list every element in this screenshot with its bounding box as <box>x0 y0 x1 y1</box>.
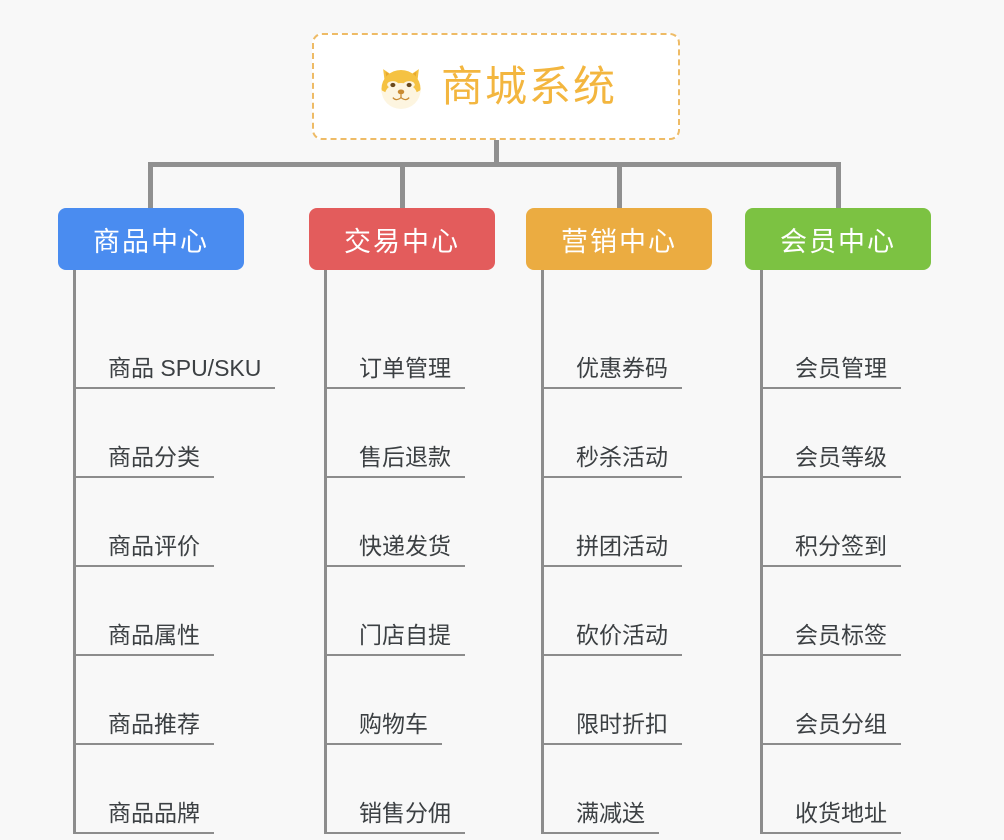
leaf-label: 商品属性 <box>76 622 214 656</box>
leaf-item[interactable]: 拼团活动 <box>544 478 712 567</box>
leaf-item[interactable]: 购物车 <box>327 656 495 745</box>
leaf-item[interactable]: 售后退款 <box>327 389 495 478</box>
category-label: 会员中心 <box>780 226 896 257</box>
leaf-item[interactable]: 满减送 <box>544 745 712 834</box>
leaf-label: 售后退款 <box>327 444 465 478</box>
leaf-label: 会员管理 <box>763 355 901 389</box>
leaf-label: 秒杀活动 <box>544 444 682 478</box>
leaf-label: 商品推荐 <box>76 711 214 745</box>
leaf-label: 积分签到 <box>763 533 901 567</box>
leaf-item[interactable]: 销售分佣 <box>327 745 495 834</box>
leaf-label: 优惠券码 <box>544 355 682 389</box>
category-label: 营销中心 <box>561 226 677 257</box>
leaf-item[interactable]: 会员管理 <box>763 300 931 389</box>
leaf-label: 砍价活动 <box>544 622 682 656</box>
leaf-label: 会员分组 <box>763 711 901 745</box>
leaf-item[interactable]: 商品 SPU/SKU <box>76 300 276 389</box>
branch-1: 订单管理 售后退款 快递发货 门店自提 购物车 销售分佣 <box>324 270 495 834</box>
category-column-2: 营销中心 优惠券码 秒杀活动 拼团活动 砍价活动 限时折扣 满减送 <box>526 208 712 834</box>
shiba-dog-face-icon <box>375 61 427 113</box>
connector-drop-3 <box>617 162 622 209</box>
leaf-label: 商品分类 <box>76 444 214 478</box>
leaf-label: 拼团活动 <box>544 533 682 567</box>
leaf-item[interactable]: 门店自提 <box>327 567 495 656</box>
leaf-item[interactable]: 会员标签 <box>763 567 931 656</box>
category-header-2[interactable]: 营销中心 <box>526 208 712 270</box>
leaf-item[interactable]: 会员等级 <box>763 389 931 478</box>
leaf-item[interactable]: 商品评价 <box>76 478 244 567</box>
leaf-item[interactable]: 商品分类 <box>76 389 244 478</box>
category-header-1[interactable]: 交易中心 <box>309 208 495 270</box>
connector-root-stem <box>494 140 499 164</box>
leaf-item[interactable]: 商品属性 <box>76 567 244 656</box>
leaf-item[interactable]: 商品推荐 <box>76 656 244 745</box>
leaf-item[interactable]: 限时折扣 <box>544 656 712 745</box>
category-column-3: 会员中心 会员管理 会员等级 积分签到 会员标签 会员分组 收货地址 <box>745 208 931 834</box>
leaf-label: 满减送 <box>544 800 659 834</box>
leaf-item[interactable]: 优惠券码 <box>544 300 712 389</box>
category-header-0[interactable]: 商品中心 <box>58 208 244 270</box>
connector-drop-1 <box>148 162 153 209</box>
leaf-item[interactable]: 砍价活动 <box>544 567 712 656</box>
leaf-item[interactable]: 会员分组 <box>763 656 931 745</box>
leaf-label: 购物车 <box>327 711 442 745</box>
leaf-label: 商品品牌 <box>76 800 214 834</box>
leaf-item[interactable]: 秒杀活动 <box>544 389 712 478</box>
root-node-shopping-mall-system[interactable]: 商城系统 <box>312 33 680 140</box>
branch-2: 优惠券码 秒杀活动 拼团活动 砍价活动 限时折扣 满减送 <box>541 270 712 834</box>
category-label: 商品中心 <box>93 226 209 257</box>
leaf-label: 订单管理 <box>327 355 465 389</box>
connector-horizontal-bus <box>150 162 840 167</box>
leaf-item[interactable]: 收货地址 <box>763 745 931 834</box>
leaf-label: 会员标签 <box>763 622 901 656</box>
leaf-item[interactable]: 商品品牌 <box>76 745 244 834</box>
leaf-label: 收货地址 <box>763 800 901 834</box>
category-header-3[interactable]: 会员中心 <box>745 208 931 270</box>
leaf-label: 门店自提 <box>327 622 465 656</box>
connector-drop-2 <box>400 162 405 209</box>
root-title: 商城系统 <box>440 62 617 110</box>
leaf-label: 会员等级 <box>763 444 901 478</box>
category-label: 交易中心 <box>344 226 460 257</box>
branch-3: 会员管理 会员等级 积分签到 会员标签 会员分组 收货地址 <box>760 270 931 834</box>
leaf-item[interactable]: 订单管理 <box>327 300 495 389</box>
branch-0: 商品 SPU/SKU 商品分类 商品评价 商品属性 商品推荐 商品品牌 <box>73 270 276 834</box>
leaf-label: 销售分佣 <box>327 800 465 834</box>
category-column-1: 交易中心 订单管理 售后退款 快递发货 门店自提 购物车 销售分佣 <box>309 208 495 834</box>
leaf-label: 快递发货 <box>327 533 465 567</box>
leaf-label: 商品 SPU/SKU <box>76 355 276 389</box>
leaf-item[interactable]: 快递发货 <box>327 478 495 567</box>
leaf-label: 商品评价 <box>76 533 214 567</box>
leaf-label: 限时折扣 <box>544 711 682 745</box>
connector-drop-4 <box>836 162 841 209</box>
leaf-item[interactable]: 积分签到 <box>763 478 931 567</box>
category-column-0: 商品中心 商品 SPU/SKU 商品分类 商品评价 商品属性 商品推荐 商品品牌 <box>58 208 276 834</box>
